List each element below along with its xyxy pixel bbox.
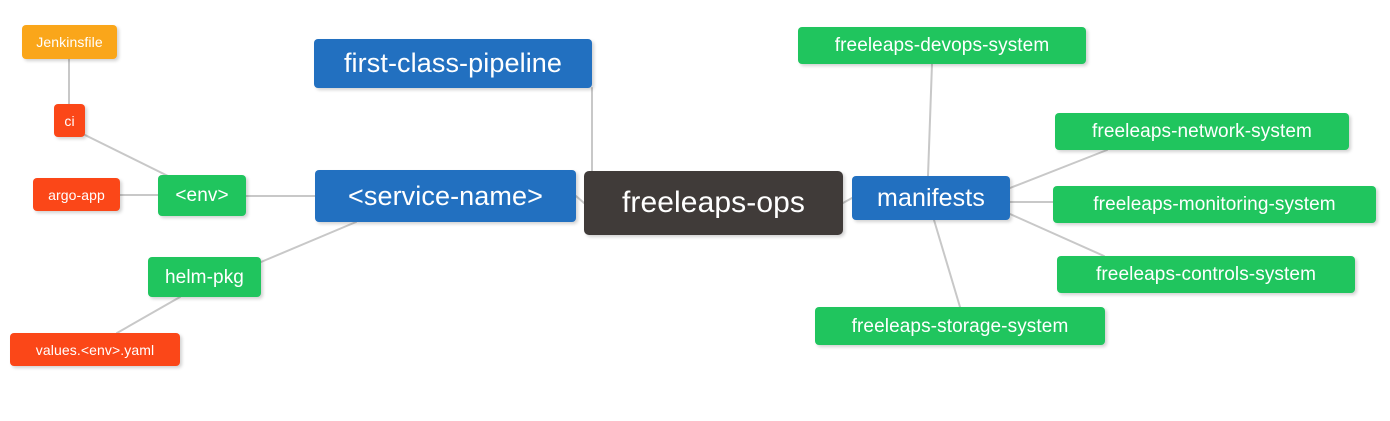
node-freeleaps-network-system[interactable]: freeleaps-network-system xyxy=(1055,113,1349,150)
node-first-class-pipeline[interactable]: first-class-pipeline xyxy=(314,39,592,88)
node-argo-app[interactable]: argo-app xyxy=(33,178,120,211)
node-service-name[interactable]: <service-name> xyxy=(315,170,576,222)
edge-e-manifests-devops xyxy=(927,63,933,177)
node-env[interactable]: <env> xyxy=(158,175,246,216)
node-freeleaps-monitoring-system[interactable]: freeleaps-monitoring-system xyxy=(1053,186,1376,223)
edge-e-servicename-helm xyxy=(260,221,357,263)
node-values-yaml[interactable]: values.<env>.yaml xyxy=(10,333,180,366)
edge-e-root-manifests xyxy=(842,197,853,204)
node-freeleaps-ops[interactable]: freeleaps-ops xyxy=(584,171,843,235)
node-helm-pkg[interactable]: helm-pkg xyxy=(148,257,261,297)
node-freeleaps-devops-system[interactable]: freeleaps-devops-system xyxy=(798,27,1086,64)
node-manifests[interactable]: manifests xyxy=(852,176,1010,220)
edge-e-manifests-network xyxy=(1009,149,1108,189)
edge-e-helm-values xyxy=(116,296,181,334)
edge-e-root-servicename xyxy=(575,195,585,204)
edge-e-env-ci xyxy=(84,134,173,179)
node-freeleaps-controls-system[interactable]: freeleaps-controls-system xyxy=(1057,256,1355,293)
edge-e-manifests-storage xyxy=(933,219,961,308)
node-freeleaps-storage-system[interactable]: freeleaps-storage-system xyxy=(815,307,1105,345)
node-ci[interactable]: ci xyxy=(54,104,85,137)
node-jenkinsfile[interactable]: Jenkinsfile xyxy=(22,25,117,59)
